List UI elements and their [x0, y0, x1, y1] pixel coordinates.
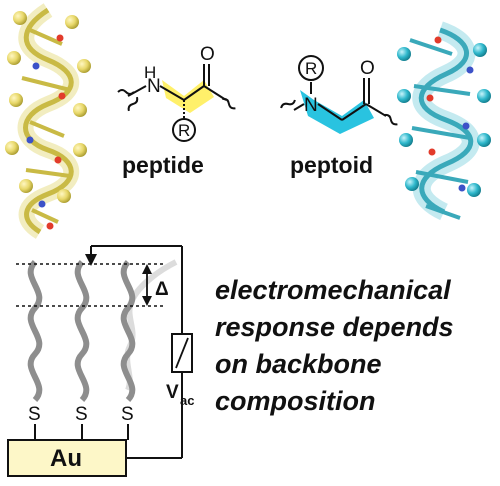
- strand-2: [74, 259, 90, 403]
- peptoid-helix-model: [397, 21, 491, 221]
- thiol-label-1: S: [28, 404, 41, 425]
- strand-1: [27, 259, 43, 403]
- caption-line-4: composition: [215, 386, 376, 416]
- peptoid-backbone-highlight: [300, 90, 374, 134]
- peptoid-label: peptoid: [290, 152, 373, 178]
- peptide-n-label: N: [147, 76, 161, 97]
- peptide-nh-h-label: H: [144, 63, 156, 82]
- peptoid-r-label: R: [305, 59, 317, 78]
- delta-label: Δ: [155, 279, 169, 300]
- peptoid-structure: R N O peptoid: [280, 55, 398, 178]
- peptoid-o-label: O: [360, 58, 375, 79]
- caption: electromechanical response depends on ba…: [215, 272, 500, 420]
- gold-electrode: [7, 439, 127, 477]
- caption-line-3: on backbone: [215, 349, 382, 379]
- peptide-o-label: O: [200, 44, 215, 65]
- delta-arrow-down: [142, 296, 152, 306]
- peptide-structure: H N O R peptide: [117, 44, 236, 178]
- voltage-subscript: ac: [180, 393, 194, 408]
- thiol-label-2: S: [75, 404, 88, 425]
- peptide-r-label: R: [178, 121, 190, 140]
- probe-tip: [85, 254, 97, 266]
- peptoid-n-label: N: [304, 95, 318, 116]
- thiol-label-3: S: [121, 404, 134, 425]
- peptide-r-group-circle: [172, 118, 196, 142]
- delta-arrow-up: [142, 264, 152, 274]
- caption-line-2: response depends: [215, 312, 454, 342]
- strand-3: [120, 259, 136, 403]
- peptide-helix-model: [5, 3, 91, 239]
- peptoid-r-group-circle: [298, 55, 324, 81]
- ghost-deflected-strand: [124, 259, 178, 392]
- circuit-schematic: Δ V ac S S S Au: [7, 245, 194, 477]
- peptide-label: peptide: [122, 152, 204, 178]
- voltage-label: V: [166, 382, 179, 403]
- electrode-label: Au: [50, 445, 82, 472]
- caption-line-1: electromechanical: [215, 275, 451, 305]
